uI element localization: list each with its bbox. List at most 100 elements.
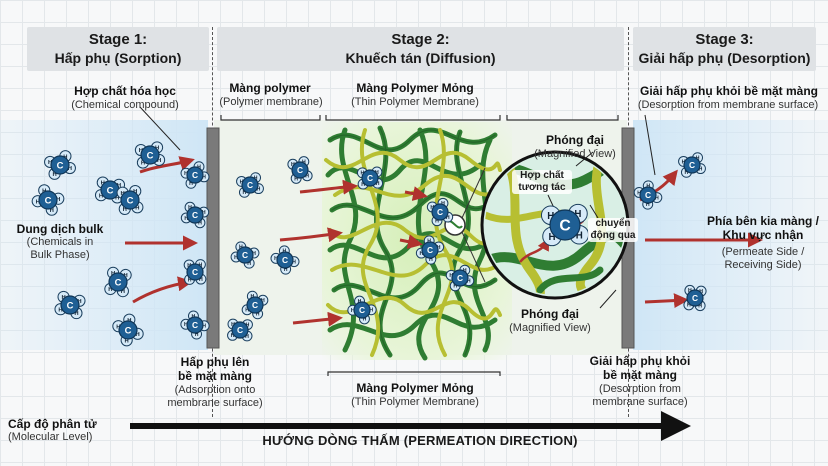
hydrogen-label: H <box>375 170 379 176</box>
carbon-label: C <box>192 170 198 180</box>
carbon-atom <box>108 272 128 292</box>
hydrogen-label: H <box>376 181 380 187</box>
hydrogen-label: H <box>247 261 251 267</box>
hydrogen-label: H <box>245 334 249 340</box>
label-magnified-top-vi: Phóng đại <box>546 133 604 147</box>
carbon-label: C <box>437 207 443 217</box>
hydrogen-label: H <box>115 196 119 202</box>
label-bulk-solution-vi: Dung dịch bulk <box>16 222 104 236</box>
stage-1-subtitle: Hấp phụ (Sorption) <box>54 50 182 66</box>
hydrogen-label: H <box>257 186 261 192</box>
carbon-atom <box>60 295 80 315</box>
label-interacting-compound: Hợp chất tương tác <box>512 170 572 194</box>
hydrogen-label: H <box>429 257 433 263</box>
carbon-atom <box>361 169 379 187</box>
hydrogen-label: H <box>68 166 72 172</box>
carbon-atom <box>549 209 581 241</box>
hydrogen-label: H <box>58 307 62 313</box>
label-permeate-en-2: Receiving Side) <box>724 259 802 271</box>
label-magnified-top-en: (Magnified View) <box>534 148 616 160</box>
membrane-wall-left <box>206 127 220 349</box>
hydrogen-label: H <box>252 251 256 257</box>
hydrogen-label: H <box>549 232 556 243</box>
hydrogen-label: H <box>123 207 127 213</box>
hydrogen-label: H <box>99 193 103 199</box>
hydrogen-label: H <box>202 175 206 181</box>
hydrogen-label: H <box>576 230 583 241</box>
stage-3-header: Stage 3: Giải hấp phụ (Desorption) <box>633 27 816 71</box>
hydrogen-label: H <box>135 332 139 338</box>
label-interacting-compound-2: tương tác <box>518 182 566 193</box>
carbon-atom <box>639 186 657 204</box>
carbon-atom <box>291 161 309 179</box>
hydrogen-label: H <box>699 289 703 295</box>
carbon-label: C <box>237 325 243 335</box>
hydrogen-label: H <box>52 172 56 178</box>
hydrogen-label: H <box>108 287 112 293</box>
hydrogen-label: H <box>453 284 457 290</box>
label-desorb-bottom-vi-2: bề mặt màng <box>602 368 677 382</box>
label-adsorb-bottom-vi-2: bề mặt màng <box>177 369 252 383</box>
label-polymer-membrane-en: (Polymer membrane) <box>219 96 323 108</box>
label-bulk-solution-en-1: (Chemicals in <box>26 236 94 248</box>
carbon-atom <box>186 206 204 224</box>
label-magnified-bottom-vi: Phóng đại <box>521 307 579 321</box>
carbon-label: C <box>367 173 373 183</box>
carbon-label: C <box>247 180 253 190</box>
hydrogen-label: H <box>685 170 689 176</box>
label-permeate-en-1: (Permeate Side / <box>721 246 805 258</box>
hydrogen-label: H <box>234 255 238 261</box>
label-polymer-membrane-vi: Màng polymer <box>229 81 311 95</box>
hydrogen-label: H <box>646 202 650 208</box>
hydrogen-label: H <box>50 208 54 214</box>
hydrogen-label: H <box>202 210 206 216</box>
sorption-arrows <box>125 156 198 304</box>
hydrogen-label: H <box>189 181 193 187</box>
label-adsorb-bottom-en-1: (Adsorption onto <box>174 384 256 396</box>
carbon-atom <box>276 251 294 269</box>
polymer-membrane-bracket <box>220 115 321 121</box>
carbon-atom <box>246 296 264 314</box>
carbon-label: C <box>57 160 64 171</box>
carbon-label: C <box>297 165 303 175</box>
carbon-atom <box>421 241 439 259</box>
hydrogen-label: H <box>124 273 128 279</box>
label-bulk-solution-en-2: Bulk Phase) <box>30 249 90 261</box>
hydrogen-label: H <box>446 215 450 221</box>
carbon-label: C <box>692 293 698 303</box>
label-moving-through-2: động qua <box>590 230 636 241</box>
hydrogen-label: H <box>240 179 244 185</box>
carbon-atom <box>231 321 249 339</box>
hydrogen-label: H <box>184 322 188 328</box>
label-desorb-bottom-vi-1: Giải hấp phụ khỏi <box>589 354 691 368</box>
carbon-label: C <box>45 195 52 206</box>
hydrogen-label: H <box>547 211 554 222</box>
hydrogen-label: H <box>74 311 78 317</box>
carbon-atom <box>186 166 204 184</box>
carbon-atom <box>241 176 259 194</box>
hydrogen-label: H <box>188 277 192 283</box>
hydrogen-label: H <box>351 308 355 314</box>
hydrogen-label: H <box>435 219 439 225</box>
label-thin-membrane-bottom-vi: Màng Polymer Mỏng <box>356 381 474 395</box>
label-desorb-bottom-en-2: membrane surface) <box>592 396 688 408</box>
hydrogen-label: H <box>655 195 659 201</box>
label-magnified-bottom-en: (Magnified View) <box>509 322 591 334</box>
label-permeate-vi-1: Phía bên kia màng / <box>706 214 820 228</box>
carbon-label: C <box>359 305 365 315</box>
stage-1-title: Stage 1: <box>88 31 148 48</box>
